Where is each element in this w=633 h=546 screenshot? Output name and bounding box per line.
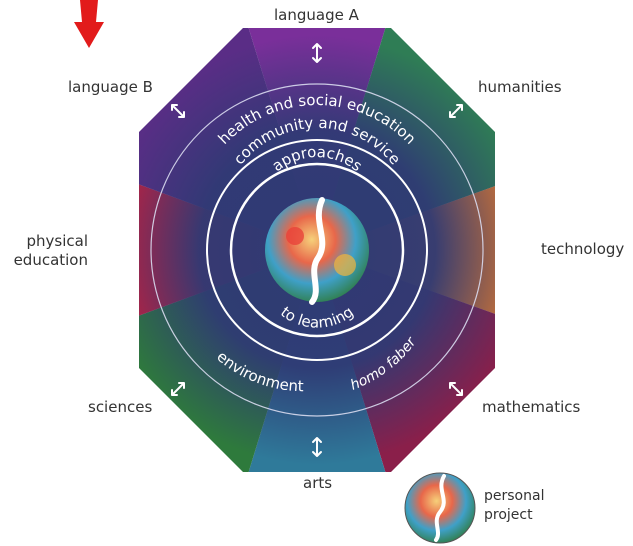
subject-mathematics: mathematics bbox=[482, 398, 581, 416]
double-arrow-icon bbox=[312, 437, 322, 457]
middle-ring bbox=[206, 139, 428, 361]
subject-arts: arts bbox=[303, 474, 333, 492]
double-arrow-icon bbox=[449, 104, 463, 118]
inner-ring bbox=[229, 162, 405, 338]
double-arrow-icon bbox=[312, 43, 322, 63]
personal-project-line2: project bbox=[484, 507, 533, 523]
subject-humanities: humanities bbox=[478, 78, 562, 96]
personal-project-globe-icon bbox=[404, 472, 476, 544]
subject-sciences: sciences bbox=[88, 398, 153, 416]
red-pointer-arrow-icon bbox=[74, 0, 104, 48]
double-arrow-icon bbox=[111, 245, 131, 255]
outer-ring bbox=[150, 83, 484, 417]
personal-project-line1: personal bbox=[484, 488, 545, 504]
physical-education-line1: physical bbox=[26, 232, 89, 250]
globe-icon bbox=[265, 197, 369, 305]
double-arrow-icon bbox=[171, 104, 185, 118]
physical-education-line2: education bbox=[13, 251, 88, 269]
subject-physical-education: physical education bbox=[8, 232, 88, 270]
subject-language-b: language B bbox=[68, 78, 153, 96]
double-arrow-icon bbox=[449, 382, 463, 396]
double-arrow-icon bbox=[171, 382, 185, 396]
subject-language-a: language A bbox=[274, 6, 359, 24]
personal-project-label: personal project bbox=[484, 487, 544, 525]
subject-technology: technology bbox=[541, 240, 625, 258]
double-arrow-icon bbox=[505, 245, 525, 255]
